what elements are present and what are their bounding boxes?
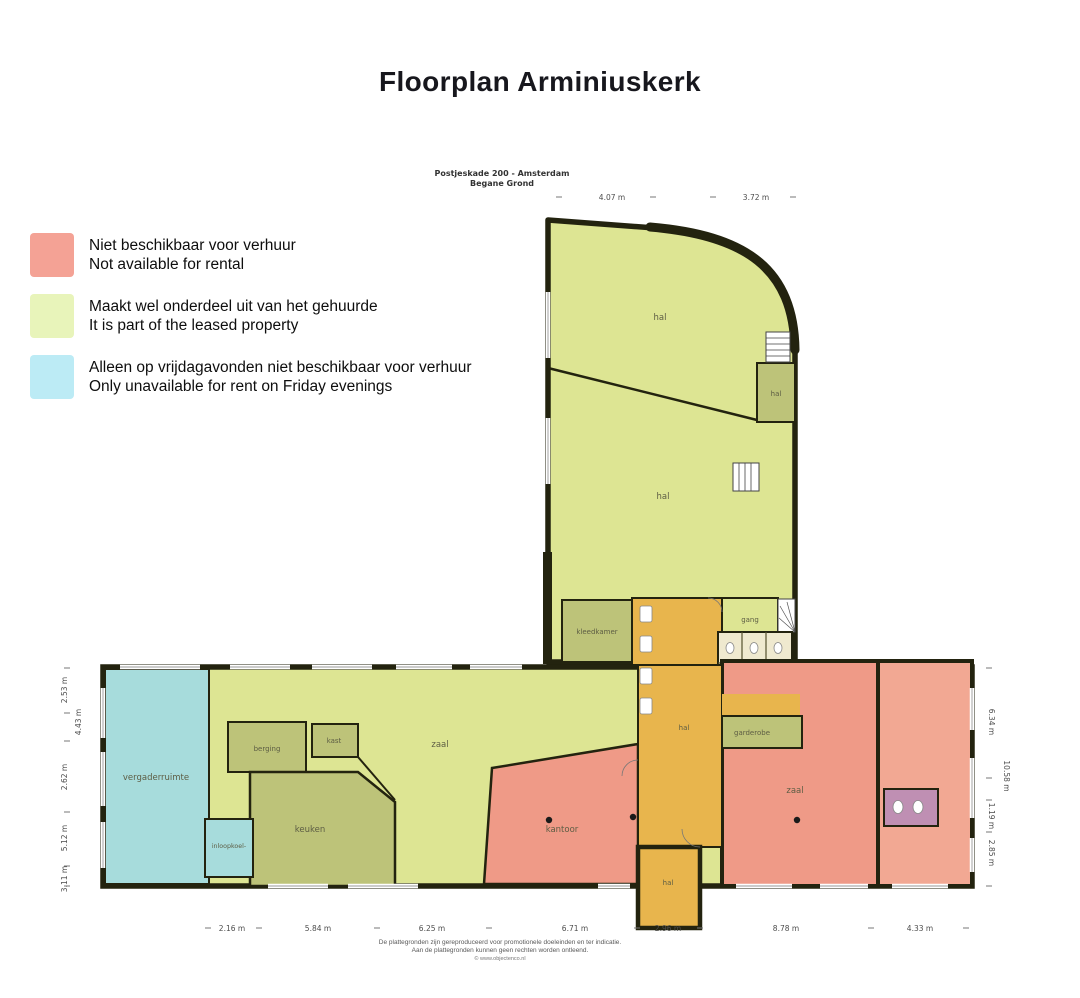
room-label-hal: hal — [657, 492, 670, 502]
corridor-fixtures — [639, 605, 653, 715]
dim-bottom: 6.71 m — [562, 924, 588, 933]
corridor-hal-central — [637, 664, 723, 848]
dimension-ticks — [64, 196, 992, 929]
room-inloopkoel — [204, 818, 254, 878]
room-label-kantoor: kantoor — [546, 825, 579, 835]
room-label-zaal: zaal — [786, 786, 803, 796]
page-title: Floorplan Arminiuskerk — [378, 66, 702, 97]
dim-bottom: 4.33 m — [907, 924, 933, 933]
curved-roof-wall — [645, 222, 800, 355]
legend-line-nl: Alleen op vrijdagavonden niet beschikbaa… — [89, 359, 472, 376]
column-dot — [793, 816, 801, 824]
plan-address: Postjeskade 200 - Amsterdam — [434, 169, 569, 178]
room-label-hal: hal — [654, 313, 667, 323]
room-label-keuken: keuken — [295, 825, 325, 835]
diagonal-wall — [357, 756, 396, 801]
room-label-hal: hal — [771, 390, 782, 398]
legend-swatch-red — [30, 233, 74, 277]
room-garderobe — [721, 715, 803, 749]
legend-line-en: It is part of the leased property — [89, 317, 299, 334]
legend-label: Niet beschikbaar voor verhuur Not availa… — [89, 236, 296, 274]
legend-item-not-available: Niet beschikbaar voor verhuur Not availa… — [30, 233, 472, 277]
legend-item-leased: Maakt wel onderdeel uit van het gehuurde… — [30, 294, 472, 338]
toilet-icon — [639, 635, 653, 653]
toilet-icon — [639, 667, 653, 685]
room-berging — [227, 721, 307, 773]
dim-right: 10.58 m — [1002, 760, 1011, 791]
room-label-vergaderruimte: vergaderruimte — [123, 773, 189, 783]
window-marks — [100, 292, 975, 889]
legend-swatch-green — [30, 294, 74, 338]
toilet-icon — [892, 800, 904, 814]
room-kantoor — [482, 742, 640, 886]
room-vergaderruimte — [104, 668, 210, 885]
dim-left: 3.11 m — [60, 866, 69, 892]
room-kast — [311, 723, 359, 758]
dim-bottom: 6.25 m — [419, 924, 445, 933]
plan-floor-name: Begane Grond — [470, 179, 534, 188]
dim-bottom: 5.84 m — [305, 924, 331, 933]
room-label-zaal: zaal — [431, 740, 448, 750]
legend-swatch-blue — [30, 355, 74, 399]
room-kleedkamer — [561, 599, 633, 663]
stairs-icon — [732, 462, 760, 492]
room-label-hal: hal — [663, 879, 674, 887]
dim-bottom: 8.78 m — [773, 924, 799, 933]
dim-right: 1.19 m — [987, 803, 996, 829]
dim-left: 5.12 m — [60, 825, 69, 851]
toilet-icon — [773, 642, 783, 654]
dim-left: 2.53 m — [60, 677, 69, 703]
copyright-line: © www.objectenco.nl — [474, 956, 526, 962]
dim-left: 4.43 m — [74, 709, 83, 735]
toilet-icon — [639, 697, 653, 715]
toilet-icon — [725, 642, 735, 654]
room-label-gang: gang — [741, 616, 759, 624]
disclaimer-line: Aan de plattegronden kunnen geen rechten… — [411, 947, 589, 954]
dim-right: 6.34 m — [987, 709, 996, 735]
door-arcs — [621, 597, 723, 848]
plan-disclaimer: De plattegronden zijn gereproduceerd voo… — [290, 939, 710, 963]
lower-wing: vergaderruimte zaal kantoor zaal keuken … — [100, 597, 975, 931]
column-dot — [545, 816, 553, 824]
legend-line-nl: Maakt wel onderdeel uit van het gehuurde — [89, 298, 378, 315]
disclaimer-line: De plattegronden zijn gereproduceerd voo… — [378, 939, 622, 946]
hall-divider-wall — [547, 366, 758, 422]
legend: Niet beschikbaar voor verhuur Not availa… — [30, 233, 472, 399]
room-hal-entry — [635, 844, 703, 931]
room-label-garderobe: garderobe — [734, 729, 770, 737]
room-label-inloopkoel: inloopkoel- — [212, 843, 246, 850]
room-label-kast: kast — [327, 737, 342, 745]
column-dot — [629, 813, 637, 821]
dim-bottom: 2.96 m — [655, 924, 681, 933]
dimension-labels: 4.07 m 3.72 m 2.16 m 5.84 m 6.25 m 6.71 … — [60, 193, 1011, 933]
toilet-icon — [912, 800, 924, 814]
legend-label: Alleen op vrijdagavonden niet beschikbaa… — [89, 358, 472, 396]
room-label-kleedkamer: kleedkamer — [576, 628, 617, 636]
upper-wing: hal hal hal — [543, 217, 800, 665]
dim-bottom: 2.16 m — [219, 924, 245, 933]
legend-line-en: Only unavailable for rent on Friday even… — [89, 378, 393, 395]
corridor-hal-branch — [722, 694, 800, 716]
dim-top: 3.72 m — [743, 193, 769, 202]
legend-line-nl: Niet beschikbaar voor verhuur — [89, 237, 296, 254]
dim-top: 4.07 m — [599, 193, 625, 202]
wall-segment — [543, 552, 552, 664]
room-label-berging: berging — [254, 745, 281, 753]
legend-label: Maakt wel onderdeel uit van het gehuurde… — [89, 297, 378, 335]
legend-item-friday: Alleen op vrijdagavonden niet beschikbaa… — [30, 355, 472, 399]
room-zaal-red-annex — [876, 659, 974, 888]
room-label-hal: hal — [679, 724, 690, 732]
legend-line-en: Not available for rental — [89, 256, 245, 273]
toilet-icon — [749, 642, 759, 654]
toilet-icon — [639, 605, 653, 623]
stairs-icon — [765, 331, 791, 363]
room-toilet-purple — [883, 788, 939, 827]
room-hal-small — [756, 362, 796, 423]
dim-left: 2.62 m — [60, 764, 69, 790]
room-gang — [721, 597, 779, 633]
room-hal-upper — [545, 217, 798, 665]
dim-right: 2.85 m — [987, 840, 996, 866]
spiral-stair-icon — [777, 598, 796, 633]
